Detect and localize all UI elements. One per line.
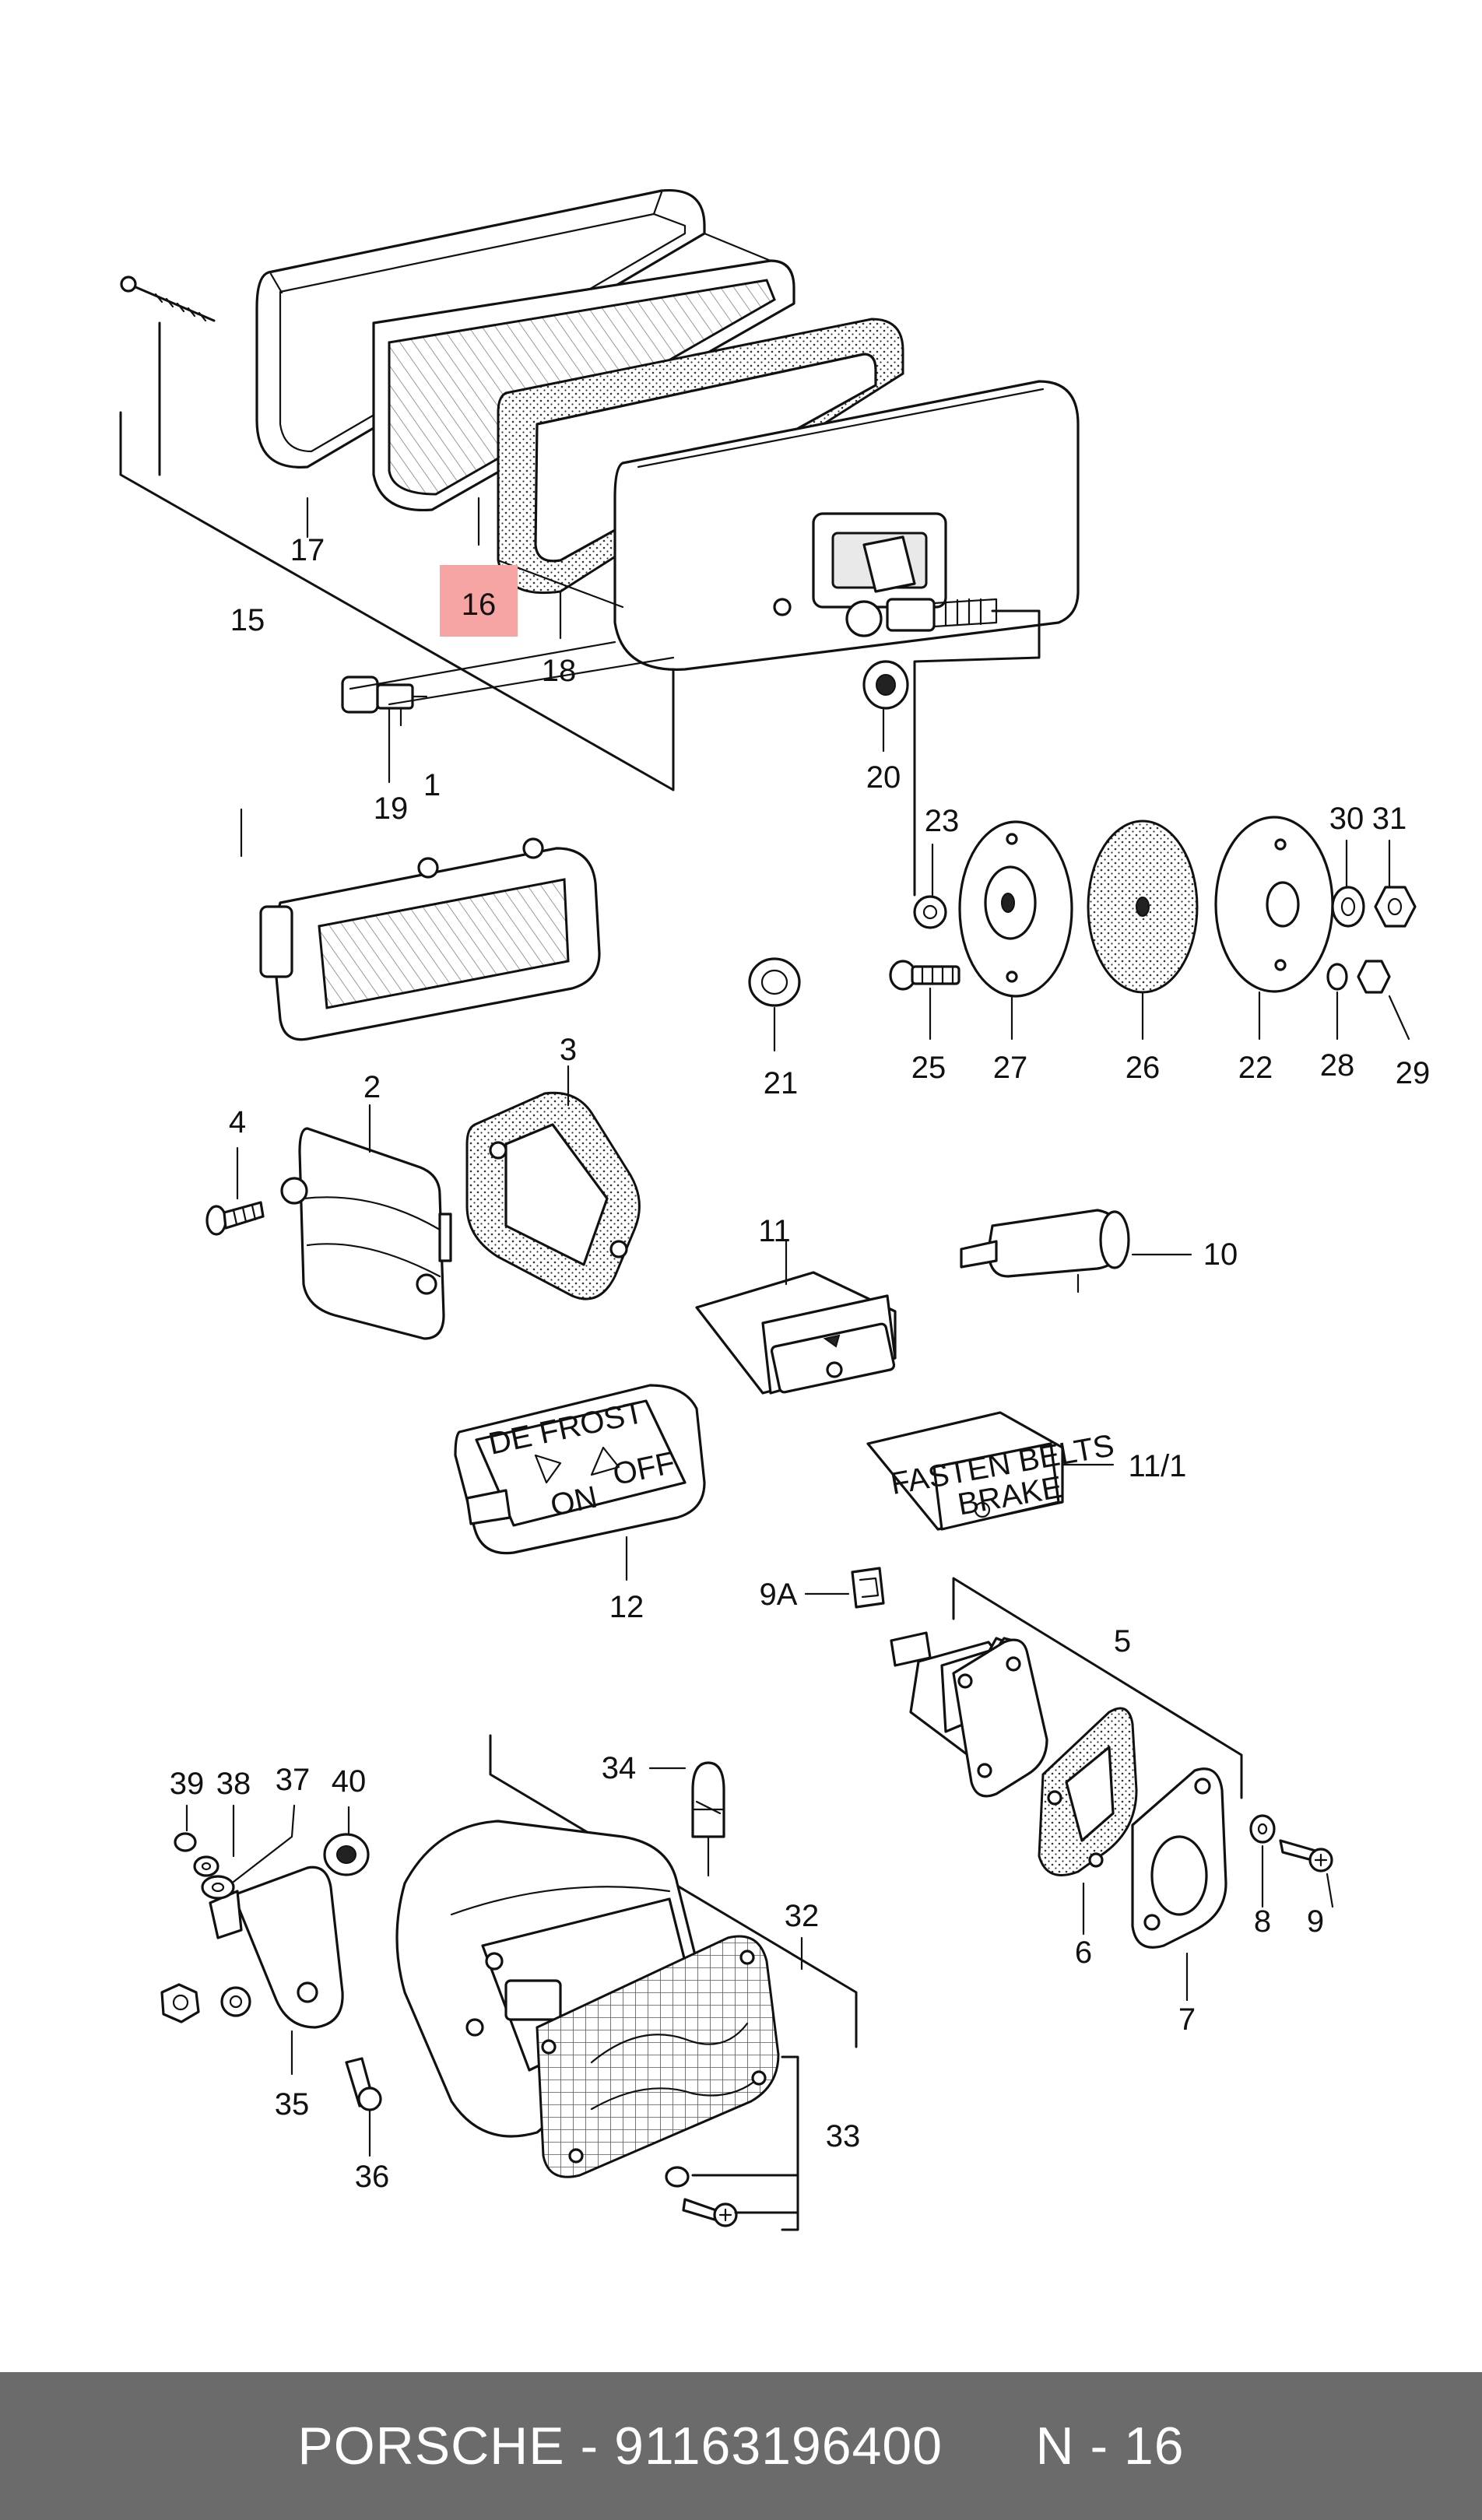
callout-16: 16 [462, 588, 497, 622]
callout-11: 11 [758, 1214, 791, 1248]
clip-9a [804, 1567, 885, 1609]
highlight-box-16 [440, 565, 518, 637]
bulb-guide-lines [349, 641, 675, 706]
bulb-socket-19 [341, 676, 428, 727]
stud-bracket-line [913, 609, 1041, 897]
callout-19: 19 [374, 791, 409, 826]
socket-group-5 [890, 1577, 1334, 2002]
callout-31: 31 [1372, 802, 1407, 836]
callout-38: 38 [216, 1767, 251, 1801]
footer-part-number: 91163196400 [614, 2416, 943, 2476]
switch-11 [695, 1240, 897, 1395]
callout-18: 18 [542, 654, 577, 688]
screw-4 [205, 1201, 265, 1236]
callout-3: 3 [560, 1033, 577, 1067]
bracket-33-line [691, 2055, 799, 2231]
washer-38 [193, 1855, 219, 1877]
callout-35: 35 [275, 2087, 310, 2122]
gasket-26 [1087, 820, 1199, 994]
headlamp-assembly [119, 188, 1080, 897]
callout-30: 30 [1329, 802, 1364, 836]
lamp-housing [613, 380, 1080, 671]
footer-bar: PORSCHE - 91163196400 N - 16 [0, 2372, 1482, 2520]
callout-33: 33 [826, 2119, 861, 2153]
callout-36: 36 [355, 2160, 390, 2194]
footer-page-code: N - 16 [1035, 2416, 1185, 2476]
lock-washer-23 [913, 895, 947, 929]
callout-37: 37 [276, 1763, 311, 1797]
callout-7: 7 [1178, 2002, 1196, 2037]
leader-lines-tail [185, 1804, 803, 1971]
base-plate-27 [958, 820, 1073, 998]
housing-2 [280, 1127, 452, 1340]
lamp-1 [259, 837, 601, 1041]
callout-6: 6 [1075, 1936, 1092, 1970]
nut-29 [1357, 960, 1391, 994]
footer-brand: PORSCHE [297, 2416, 565, 2476]
callout-8: 8 [1254, 1904, 1271, 1939]
parts-diagram: DE FROST ON OFF FASTEN BELTS BRAKE [119, 188, 1431, 2231]
grommet-20 [862, 660, 909, 710]
callout-26: 26 [1126, 1051, 1161, 1085]
washer-8 [1249, 1814, 1276, 1844]
callout-39: 39 [170, 1767, 205, 1801]
callout-labels: 16 17 15 18 20 19 1 23 30 31 25 27 26 22… [170, 533, 1431, 2194]
mount-group-22-31 [889, 816, 1417, 1041]
leader-lines-mount [929, 839, 1410, 1041]
plate-22 [1214, 816, 1334, 993]
assembly-guide-lines [497, 232, 772, 609]
callout-29: 29 [1396, 1056, 1431, 1090]
callout-5: 5 [1114, 1624, 1131, 1658]
washer-30 [1331, 886, 1365, 928]
callout-32: 32 [785, 1899, 820, 1933]
callout-1: 1 [423, 768, 441, 802]
callout-15: 15 [230, 603, 265, 637]
bracket-5-line [952, 1577, 1243, 1799]
callout-23: 23 [925, 804, 960, 838]
long-screw [120, 276, 216, 322]
callout-9: 9 [1307, 1904, 1324, 1939]
callout-12: 12 [609, 1590, 644, 1624]
callout-27: 27 [993, 1051, 1028, 1085]
tail-lens-33 [536, 1935, 780, 2178]
callout-9a: 9A [760, 1578, 798, 1612]
washer-28 [1326, 963, 1348, 991]
callout-25: 25 [911, 1051, 946, 1085]
washer-37 [201, 1875, 235, 1900]
callout-17: 17 [290, 533, 325, 567]
callout-28: 28 [1320, 1048, 1355, 1083]
callout-11-1: 11/1 [1129, 1449, 1187, 1483]
leader-lines-5-9 [1082, 1844, 1334, 2002]
nut-31 [1374, 886, 1417, 928]
bracket-15-line [119, 411, 675, 791]
footer-caption: PORSCHE - 91163196400 N - 16 [297, 2416, 1184, 2476]
relay-10 [960, 1209, 1192, 1293]
footer-separator: - [580, 2416, 599, 2476]
warning-switch-11-1: FASTEN BELTS BRAKE [866, 1411, 1117, 1531]
leader-lines-2-4 [236, 1104, 371, 1200]
bulb-34 [648, 1761, 725, 1877]
gasket-3 [465, 1065, 641, 1300]
callout-21: 21 [764, 1066, 799, 1100]
callout-40: 40 [332, 1764, 367, 1799]
callout-2: 2 [363, 1070, 381, 1104]
defrost-switch-12: DE FROST ON OFF [454, 1384, 706, 1581]
callout-10: 10 [1203, 1237, 1238, 1272]
washer-39 [174, 1832, 197, 1852]
callout-22: 22 [1238, 1051, 1273, 1085]
callout-20: 20 [866, 760, 901, 795]
grommet-21 [748, 957, 801, 1052]
callout-34: 34 [602, 1751, 637, 1785]
tail-lamp-group [160, 1734, 858, 2231]
callout-4: 4 [229, 1105, 246, 1139]
screw-25 [889, 960, 960, 991]
leader-lines-top [240, 497, 885, 858]
nut-35 [160, 1983, 200, 2023]
